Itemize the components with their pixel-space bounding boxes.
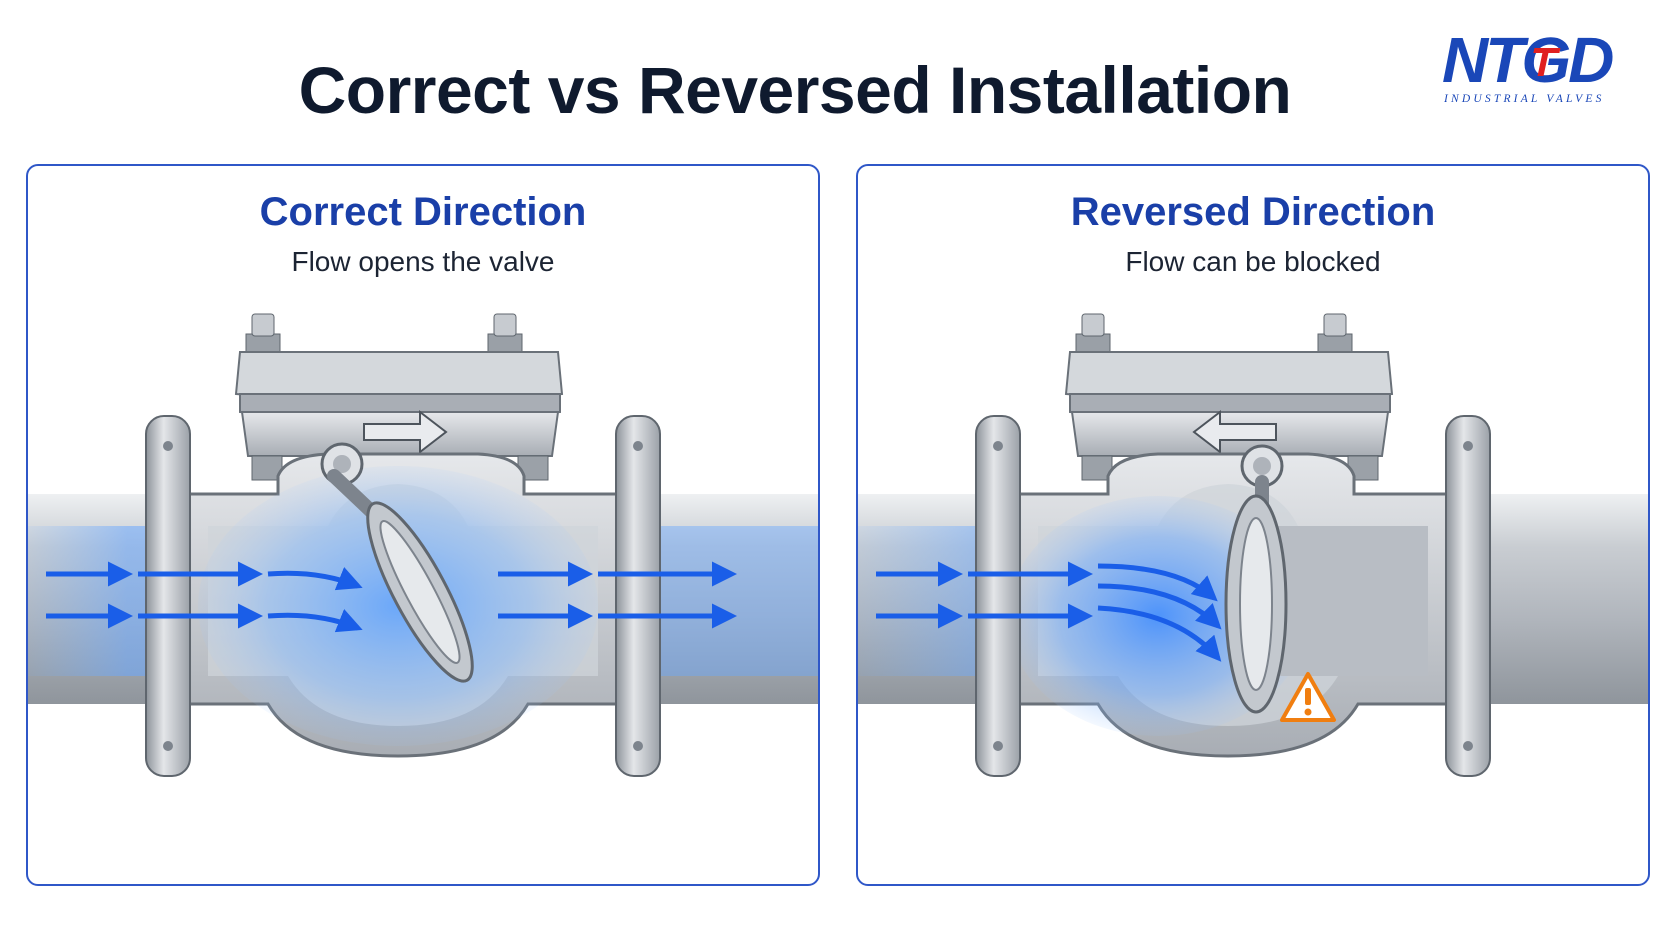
outlet-flange — [1446, 416, 1490, 776]
panel-title-reversed: Reversed Direction — [858, 190, 1648, 235]
reversed-direction-panel: Reversed Direction Flow can be blocked — [856, 164, 1650, 886]
panel-subtitle-correct: Flow opens the valve — [28, 246, 818, 278]
outlet-flange — [616, 416, 660, 776]
logo-tagline: INDUSTRIAL VALVES — [1443, 93, 1605, 105]
ntgd-logo: NTGD INDUSTRIAL VALVES — [1436, 22, 1664, 108]
page-title: Correct vs Reversed Installation — [0, 52, 1590, 128]
panel-title-correct: Correct Direction — [28, 190, 818, 235]
inlet-flange — [146, 416, 190, 776]
correct-direction-panel: Correct Direction Flow opens the valve — [26, 164, 820, 886]
svg-text:NTGD: NTGD — [1442, 24, 1613, 96]
check-valve-closed-illustration — [858, 286, 1648, 886]
inlet-flange — [976, 416, 1020, 776]
panel-subtitle-reversed: Flow can be blocked — [858, 246, 1648, 278]
check-valve-open-illustration — [28, 286, 818, 886]
logo-wordmark: NTGD — [1442, 24, 1613, 96]
